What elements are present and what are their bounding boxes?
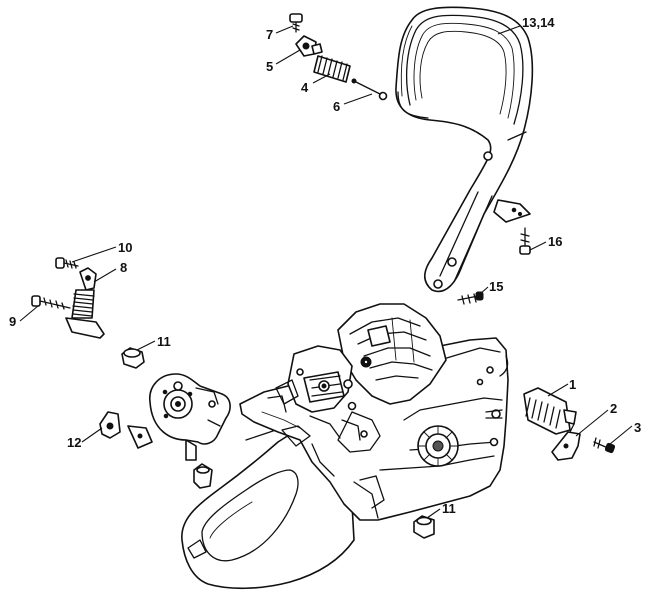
av-carrier (127, 373, 231, 461)
leader-lines (19, 25, 633, 519)
callout-11-lower: 11 (442, 501, 456, 516)
screw-part-15 (457, 291, 484, 305)
buffer-lower (193, 463, 213, 489)
spring-part-4 (313, 55, 351, 83)
screw-part-9 (31, 295, 71, 310)
front-handle (395, 6, 534, 293)
screw-part-7 (289, 13, 303, 33)
callout-12: 12 (67, 435, 81, 450)
callout-6: 6 (333, 99, 340, 114)
callout-1: 1 (569, 377, 576, 392)
callout-9: 9 (9, 314, 16, 329)
callout-15: 15 (489, 279, 503, 294)
callout-5: 5 (266, 59, 273, 74)
callout-7: 7 (266, 27, 273, 42)
screw-part-10 (55, 257, 79, 269)
pin-part-6 (351, 78, 388, 101)
screw-part-3 (593, 437, 616, 454)
spring-bracket-part-8 (65, 267, 105, 339)
buffer-part-11-upper (121, 347, 145, 369)
buffer-part-11-lower (413, 515, 435, 539)
callout-2: 2 (610, 401, 617, 416)
nut-part-5 (295, 35, 323, 57)
callout-4: 4 (301, 80, 309, 95)
buffer-spring-part-1 (523, 387, 577, 435)
callout-13-14: 13,14 (522, 15, 555, 30)
callout-16: 16 (548, 234, 562, 249)
buffer-part-12 (99, 411, 121, 439)
chainsaw-housing (181, 303, 509, 590)
callout-10: 10 (118, 240, 132, 255)
callout-11-upper: 11 (157, 334, 171, 349)
callout-3: 3 (634, 420, 641, 435)
bracket-part-2 (551, 423, 581, 461)
callout-8: 8 (120, 260, 127, 275)
screw-part-16 (519, 227, 531, 255)
callout-labels: 1 2 3 4 5 6 7 8 9 10 11 11 12 13,14 15 1… (9, 15, 641, 516)
